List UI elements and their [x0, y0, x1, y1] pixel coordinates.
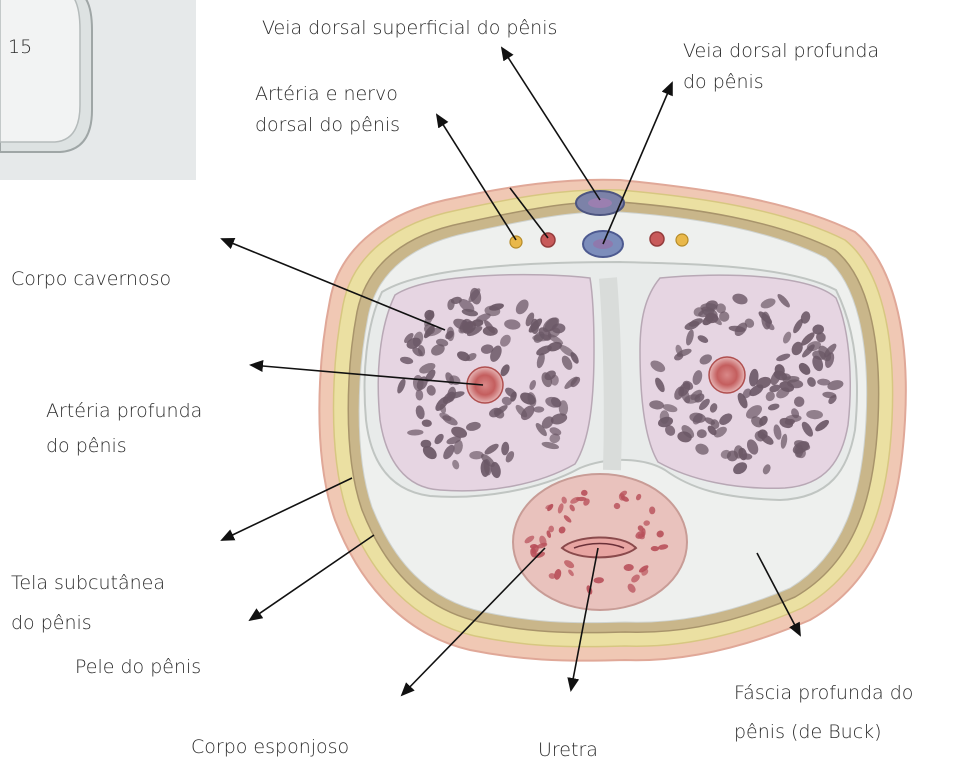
arrow-veia-superficial	[502, 48, 600, 200]
corpo-cavernoso-direito	[640, 275, 850, 488]
septum	[608, 278, 613, 470]
deep-artery-left	[467, 367, 503, 403]
label-veia-dorsal-profunda-line1: Veia dorsal profunda	[683, 36, 879, 67]
label-fascia-profunda-line2: pênis (de Buck)	[734, 717, 882, 748]
dorsal-artery-left	[541, 233, 555, 247]
corpo-esponjoso	[513, 474, 687, 610]
label-veia-dorsal-superficial: Veia dorsal superficial do pênis	[262, 13, 557, 44]
label-fascia-profunda-line1: Fáscia profunda do	[734, 678, 913, 709]
dorsal-nerve-left	[510, 236, 522, 248]
dorsal-artery-right	[650, 232, 664, 246]
deep-artery-right	[709, 357, 745, 393]
label-arteria-nervo-dorsal-line2: dorsal do pênis	[255, 110, 400, 141]
label-uretra: Uretra	[538, 735, 598, 766]
label-corpo-cavernoso: Corpo cavernoso	[11, 264, 171, 295]
label-veia-dorsal-profunda-line2: do pênis	[683, 67, 764, 98]
label-arteria-profunda-line1: Artéria profunda	[46, 396, 202, 427]
label-tela-subcutanea-line1: Tela subcutânea	[11, 568, 165, 599]
sinus-texture	[734, 445, 743, 458]
sinus-texture	[697, 429, 707, 438]
dorsal-nerve-right	[676, 234, 688, 246]
label-arteria-profunda-line2: do pênis	[46, 431, 127, 462]
label-arteria-nervo-dorsal-line1: Artéria e nervo	[255, 79, 398, 110]
arrow-tela-subcutanea	[250, 535, 374, 620]
label-pele-do-penis: Pele do pênis	[75, 652, 201, 683]
label-corpo-esponjoso: Corpo esponjoso	[191, 732, 349, 763]
label-tela-subcutanea-line2: do pênis	[11, 608, 92, 639]
